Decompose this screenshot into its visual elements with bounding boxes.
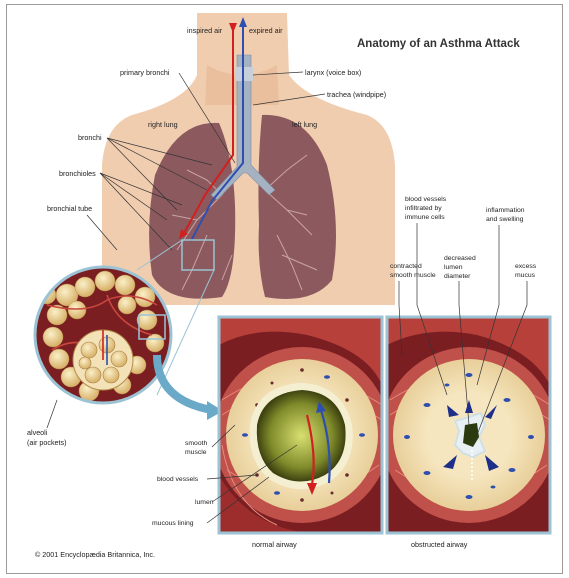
label-larynx: larynx (voice box) (305, 68, 361, 77)
label-trachea: trachea (windpipe) (327, 90, 386, 99)
diagram-title: Anatomy of an Asthma Attack (357, 38, 520, 50)
leader-alveoli (47, 400, 57, 428)
label-smooth-muscle-2: muscle (185, 449, 207, 456)
label-lumen: lumen (195, 499, 214, 506)
label-right-lung: right lung (148, 120, 178, 129)
label-decreased-3: diameter (444, 273, 471, 280)
label-bronchi: bronchi (78, 133, 102, 142)
label-left-lung: left lung (292, 120, 317, 129)
label-mucous-lining: mucous lining (152, 520, 194, 527)
label-inflammation-2: and swelling (486, 216, 524, 223)
label-decreased-1: decreased (444, 255, 476, 262)
label-alveoli-sub: (air pockets) (27, 438, 67, 447)
label-inflammation-1: inflammation (486, 207, 525, 214)
label-primary-bronchi: primary bronchi (120, 68, 170, 77)
label-excess-1: excess (515, 263, 537, 270)
label-infiltrated-3: immune cells (405, 214, 445, 221)
label-infiltrated-1: blood vessels (405, 196, 447, 203)
asthma-diagram: Anatomy of an Asthma Attack inspired air… (7, 5, 562, 573)
diagram-frame: Anatomy of an Asthma Attack inspired air… (6, 4, 563, 574)
label-contracted-2: smooth muscle (390, 272, 436, 279)
label-infiltrated-2: infiltrated by (405, 205, 442, 212)
copyright-notice: © 2001 Encyclopædia Britannica, Inc. (35, 550, 155, 559)
label-expired-air: expired air (249, 26, 283, 35)
label-alveoli: alveoli (27, 428, 48, 437)
label-decreased-2: lumen (444, 264, 463, 271)
label-smooth-muscle-1: smooth (185, 440, 208, 447)
caption-obstructed-airway: obstructed airway (411, 540, 468, 549)
normal-airway-panel (214, 317, 390, 533)
label-bronchial-tube: bronchial tube (47, 204, 92, 213)
alveoli-magnification (35, 267, 171, 403)
label-inspired-air: inspired air (187, 26, 223, 35)
caption-normal-airway: normal airway (252, 540, 297, 549)
label-blood-vessels: blood vessels (157, 476, 199, 483)
label-excess-2: mucus (515, 272, 536, 279)
label-bronchioles: bronchioles (59, 169, 96, 178)
